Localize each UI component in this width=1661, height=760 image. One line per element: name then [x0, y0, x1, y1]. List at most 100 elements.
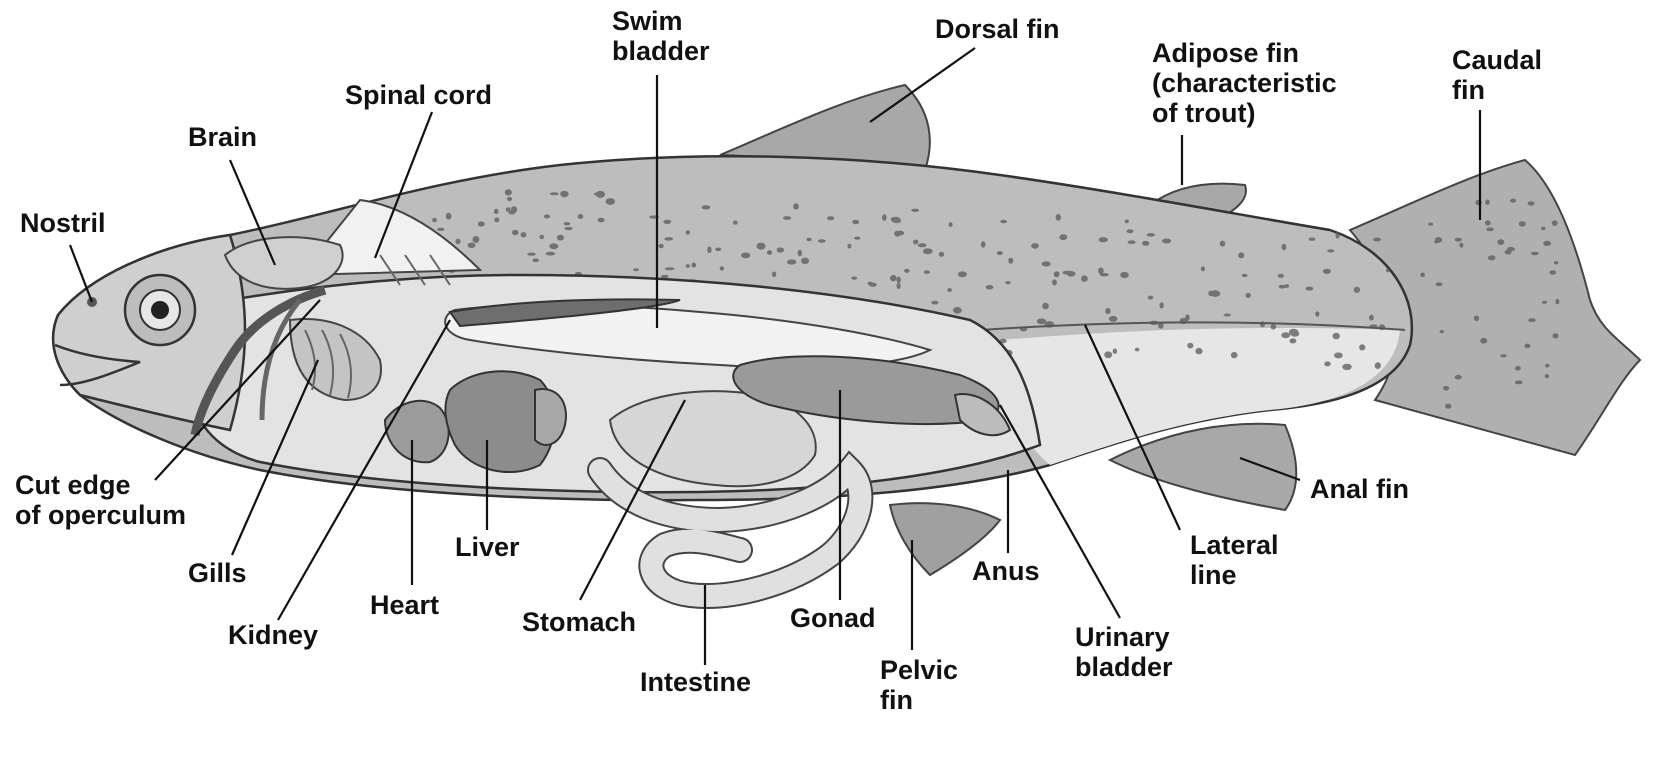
label-stomach: Stomach	[522, 607, 636, 637]
skin-spot	[798, 250, 802, 257]
label-caudal-fin: Caudalfin	[1452, 45, 1542, 105]
skin-spot	[661, 275, 669, 278]
skin-spot	[827, 216, 834, 220]
skin-spot	[455, 239, 460, 245]
label-liver-line: Liver	[455, 532, 520, 562]
skin-spot	[1059, 234, 1067, 240]
skin-spot	[1336, 232, 1340, 239]
label-brain: Brain	[188, 122, 257, 152]
label-nostril-line: Nostril	[20, 208, 106, 238]
skin-spot	[1309, 238, 1316, 241]
skin-spot	[715, 248, 721, 252]
fin-spot	[1528, 318, 1536, 322]
skin-spot	[923, 248, 933, 254]
label-caudal-fin-line: fin	[1452, 75, 1542, 105]
skin-spot	[1187, 343, 1193, 349]
label-brain-line: Brain	[188, 122, 257, 152]
fin-spot	[1543, 241, 1551, 246]
label-gonad: Gonad	[790, 603, 876, 633]
skin-spot	[1052, 279, 1057, 285]
label-anal-fin: Anal fin	[1310, 474, 1409, 504]
fin-spot	[1420, 273, 1425, 278]
skin-spot	[686, 230, 690, 234]
skin-spot	[772, 272, 776, 277]
label-pelvic-fin-line: fin	[880, 685, 958, 715]
fin-spot	[1435, 282, 1442, 286]
fin-spot	[1555, 299, 1559, 305]
skin-spot	[1289, 329, 1299, 336]
skin-spot	[521, 232, 527, 237]
skin-spot	[539, 235, 544, 240]
skin-spot	[868, 282, 873, 286]
fin-spot	[1515, 366, 1521, 371]
fin-spot	[1488, 255, 1496, 260]
skin-spot	[852, 220, 859, 225]
label-intestine: Intestine	[640, 667, 751, 697]
skin-spot	[446, 213, 452, 220]
skin-spot	[1127, 229, 1134, 233]
skin-spot	[1160, 302, 1164, 308]
skin-spot	[1359, 344, 1365, 350]
label-gonad-line: Gonad	[790, 603, 876, 633]
skin-spot	[1327, 249, 1334, 252]
label-swim-bladder-line: bladder	[612, 36, 710, 66]
label-dorsal-fin-line: Dorsal fin	[935, 14, 1060, 44]
skin-spot	[663, 220, 671, 224]
skin-spot	[1281, 332, 1290, 338]
skin-spot	[1238, 252, 1244, 258]
skin-spot	[1201, 266, 1205, 271]
skin-spot	[851, 277, 857, 280]
skin-spot	[494, 217, 499, 222]
skin-spot	[1135, 348, 1140, 352]
fin-spot	[1541, 227, 1545, 231]
skin-spot	[783, 216, 791, 220]
fin-spot	[1553, 333, 1559, 338]
skin-spot	[1306, 287, 1314, 291]
skin-spot	[1195, 348, 1202, 354]
label-heart: Heart	[370, 590, 439, 620]
fin-spot	[1500, 354, 1506, 357]
skin-spot	[598, 218, 605, 223]
skin-spot	[1278, 274, 1284, 278]
fin-spot	[1445, 404, 1451, 409]
skin-spot	[847, 244, 851, 249]
skin-spot	[432, 218, 437, 222]
label-lateral-line-line: Lateral	[1190, 530, 1279, 560]
skin-spot	[564, 227, 572, 230]
label-liver: Liver	[455, 532, 520, 562]
skin-spot	[1324, 361, 1330, 366]
label-swim-bladder-line: Swim	[612, 6, 710, 36]
skin-spot	[1147, 233, 1155, 237]
skin-spot	[882, 214, 887, 221]
fin-spot	[1455, 375, 1462, 380]
skin-spot	[931, 301, 938, 305]
skin-spot	[890, 275, 897, 281]
fin-spot	[1485, 220, 1491, 225]
fin-spot	[1531, 252, 1539, 255]
skin-spot	[707, 247, 711, 254]
skin-spot	[549, 243, 558, 249]
label-heart-line: Heart	[370, 590, 439, 620]
skin-spot	[606, 198, 616, 205]
label-nostril: Nostril	[20, 208, 106, 238]
skin-spot	[564, 222, 571, 225]
skin-spot	[733, 221, 738, 225]
skin-spot	[511, 206, 517, 213]
skin-spot	[1323, 269, 1331, 274]
skin-spot	[560, 191, 568, 197]
skin-spot	[633, 268, 639, 271]
fin-spot	[1507, 247, 1515, 251]
skin-spot	[544, 214, 550, 218]
skin-spot	[1379, 324, 1385, 330]
skin-spot	[947, 288, 952, 292]
fin-spot	[1480, 338, 1487, 344]
skin-spot	[532, 258, 539, 262]
label-cut-edge-line: Cut edge	[15, 470, 186, 500]
label-anal-fin-line: Anal fin	[1310, 474, 1409, 504]
skin-spot	[512, 230, 519, 236]
skin-spot	[1224, 314, 1231, 317]
skin-spot	[1373, 238, 1381, 242]
skin-spot	[904, 269, 910, 273]
skin-spot	[939, 252, 944, 257]
label-swim-bladder: Swimbladder	[612, 6, 710, 66]
